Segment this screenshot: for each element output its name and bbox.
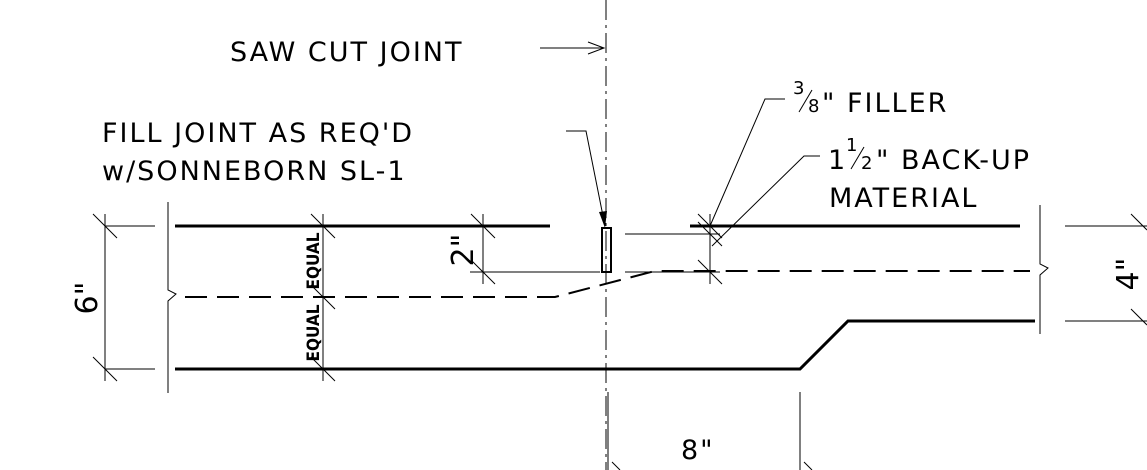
dim-backup-tick-2 <box>697 221 723 247</box>
dim-2-tick-top <box>470 213 496 239</box>
saw-cut-arrow <box>587 41 606 55</box>
filler-fraction-denominator: 8 <box>808 96 819 117</box>
slab-mid-dashed-line <box>185 270 1030 298</box>
dim-equal-tick-mid <box>310 284 336 310</box>
backup-whole-number: 1 <box>828 145 847 176</box>
dim-8-tick-left <box>611 461 621 470</box>
fill-joint-label-line2: w/SONNEBORN SL-1 <box>102 156 407 187</box>
equal-label-top: EQUAL <box>304 232 324 289</box>
left-break-line <box>167 202 177 393</box>
dim-2-label: 2" <box>446 234 481 267</box>
joint-filler-strip <box>601 227 612 273</box>
slab-bottom-profile <box>175 319 1035 371</box>
fill-joint-arrowhead <box>599 211 607 228</box>
backup-label: " BACK-UP <box>876 145 1031 176</box>
dim-equal-tick-bottom <box>310 356 336 382</box>
backup-fraction-bar <box>850 146 865 170</box>
dim-backup-tick-3 <box>697 259 723 285</box>
backup-fraction-numerator: 1 <box>846 135 857 156</box>
fill-joint-leader <box>566 130 606 227</box>
filler-fraction-bar <box>798 89 813 113</box>
filler-leader <box>709 98 785 227</box>
dim-6-tick-bottom <box>92 356 118 382</box>
dim-equal-tick-top <box>310 213 336 239</box>
dim-6-tick-top <box>92 213 118 239</box>
dim-4-tick-bottom <box>1130 308 1147 326</box>
dim-4-tick-top <box>1130 213 1147 231</box>
right-break-line <box>1039 205 1049 334</box>
dim-2-tick-bottom <box>470 259 496 285</box>
saw-cut-joint-label: SAW CUT JOINT <box>230 37 463 68</box>
dim-8-tick-right <box>803 461 813 470</box>
dim-4-label: 4" <box>1111 258 1146 291</box>
backup-label-line2: MATERIAL <box>829 183 978 214</box>
backup-leader <box>711 155 820 247</box>
backup-fraction-denominator: 2 <box>861 153 872 174</box>
dim-8-label: 8" <box>681 435 715 466</box>
filler-label: " FILLER <box>822 88 948 119</box>
equal-label-bottom: EQUAL <box>304 304 324 361</box>
fill-joint-label-line1: FILL JOINT AS REQ'D <box>102 118 414 149</box>
filler-fraction-numerator: 3 <box>793 78 804 99</box>
dim-6-label: 6" <box>70 282 105 315</box>
